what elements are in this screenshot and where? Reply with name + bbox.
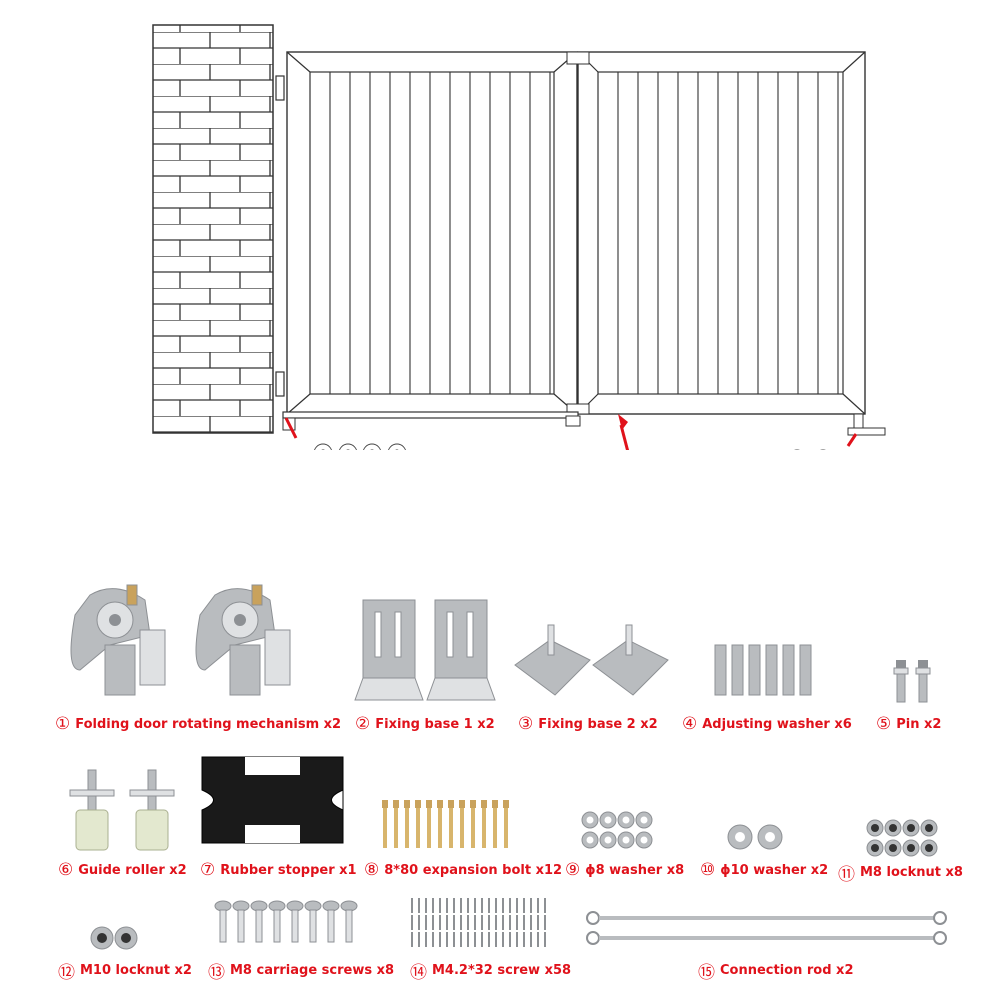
callout-circle: 8	[363, 443, 381, 450]
brick-wall-elevation	[152, 24, 274, 434]
part-item	[55, 575, 295, 710]
fixing-base-1-icon	[354, 599, 496, 701]
part-caption: ⑫ M10 locknut x2	[58, 958, 192, 983]
part-label: ϕ10 washer x2	[720, 862, 829, 878]
part-number: ⑬	[208, 963, 225, 983]
part-number: ①	[55, 714, 71, 734]
part-caption: ⑮ Connection rod x2	[698, 958, 854, 983]
part-label: ϕ8 washer x8	[585, 862, 685, 878]
part-caption: ⑭ M4.2*32 screw x58	[410, 958, 571, 983]
part-number: ⑫	[58, 963, 75, 983]
fixing-base-2-icon	[514, 624, 669, 696]
part-label: M4.2*32 screw x58	[432, 963, 572, 978]
locknut-m10-icon	[90, 926, 138, 950]
part-label: Rubber stopper x1	[220, 862, 357, 878]
part-item	[354, 599, 496, 701]
part-item	[714, 644, 815, 696]
part-item	[865, 818, 945, 858]
part-item	[410, 898, 555, 953]
callout-layer: 23891011121341567117510128	[314, 443, 826, 450]
expansion-bolt-icon	[382, 800, 509, 848]
part-label: M10 locknut x2	[80, 963, 192, 978]
part-number: ⑮	[698, 963, 715, 983]
pin-icon	[893, 660, 931, 703]
svg-text:2: 2	[320, 448, 326, 450]
installation-diagram: 23891011121341567117510128	[152, 24, 886, 450]
part-label: Folding door rotating mechanism x2	[75, 716, 342, 732]
part-number: ⑩	[700, 860, 716, 880]
left-gate-panel	[286, 51, 578, 415]
rubber-stopper-icon	[201, 756, 344, 844]
part-item	[580, 810, 660, 855]
part-item	[725, 820, 785, 855]
part-label: M8 carriage screws x8	[230, 963, 395, 978]
part-number: ③	[518, 714, 534, 734]
carriage-screw-icon	[214, 900, 358, 943]
part-item	[890, 660, 935, 705]
right-gate-panel	[577, 51, 866, 415]
bottom-track	[282, 411, 886, 436]
svg-text:3: 3	[345, 448, 351, 450]
part-number: ⑥	[58, 860, 74, 880]
part-number: ⑤	[876, 714, 892, 734]
part-number: ⑭	[410, 963, 427, 983]
part-number: ⑦	[200, 860, 216, 880]
part-number: ②	[355, 714, 371, 734]
part-number: ⑧	[364, 860, 380, 880]
svg-text:8: 8	[369, 448, 375, 450]
part-caption: ⑬ M8 carriage screws x8	[208, 958, 394, 983]
washer-10-icon	[727, 824, 783, 850]
screw-icon	[411, 898, 546, 947]
part-item	[90, 920, 145, 960]
part-label: Connection rod x2	[720, 963, 854, 978]
callout-circle: 2	[314, 443, 332, 450]
part-item	[200, 755, 345, 845]
part-label: M8 locknut x8	[860, 865, 963, 880]
part-label: 8*80 expansion bolt x12	[384, 862, 563, 878]
part-label: Pin x2	[896, 716, 942, 732]
part-item	[514, 624, 670, 696]
part-number: ⑪	[838, 865, 855, 885]
washer-8-icon	[581, 811, 653, 849]
part-item	[214, 900, 365, 945]
part-item	[585, 910, 950, 950]
part-number: ④	[682, 714, 698, 734]
svg-text:9: 9	[394, 448, 400, 450]
part-item	[60, 769, 180, 851]
part-label: Fixing base 2 x2	[538, 716, 658, 732]
callout-circle: 3	[339, 443, 357, 450]
part-number: ⑨	[565, 860, 581, 880]
locknut-m8-icon	[866, 819, 938, 857]
guide-roller-icon	[69, 769, 175, 851]
part-label: Adjusting washer x6	[702, 716, 852, 732]
red-arrows	[284, 414, 858, 450]
connection-rod-icon	[586, 911, 947, 945]
part-label: Fixing base 1 x2	[375, 716, 495, 732]
adjusting-washer-icon	[714, 644, 812, 696]
callout-circle: 9	[388, 443, 406, 450]
rotating-mechanism-icon	[70, 584, 291, 696]
part-label: Guide roller x2	[78, 862, 187, 878]
part-caption: ⑪ M8 locknut x8	[838, 860, 963, 885]
part-item	[380, 800, 520, 850]
